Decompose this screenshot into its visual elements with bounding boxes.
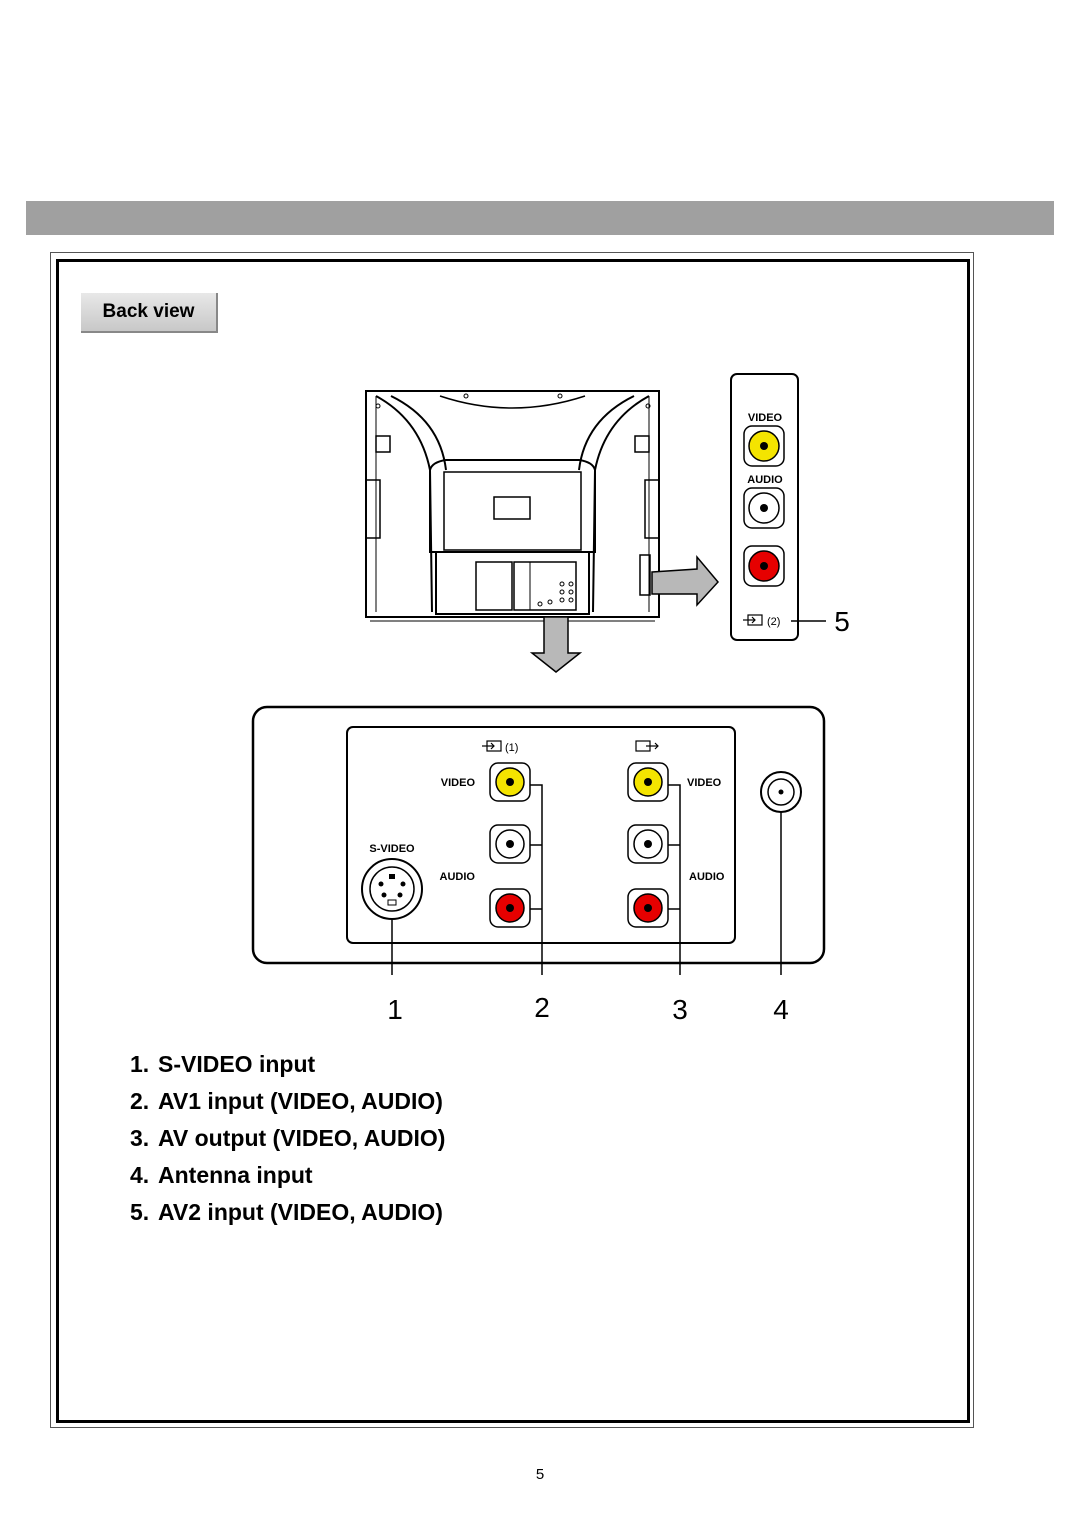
input-icon (482, 740, 502, 752)
arrow-down-icon (529, 616, 583, 673)
antenna-jack (760, 771, 802, 813)
callout-5: 5 (834, 606, 850, 637)
legend-item: 5. AV2 input (VIDEO, AUDIO) (130, 1194, 445, 1231)
av2-audio-left-jack (743, 487, 785, 529)
page-number: 5 (535, 1466, 545, 1483)
legend-item-number: 5. (130, 1199, 150, 1225)
legend-item-number: 2. (130, 1088, 150, 1114)
header-bar (26, 201, 1054, 235)
legend-item-text: AV2 input (VIDEO, AUDIO) (158, 1199, 443, 1225)
av1-video-label: VIDEO (441, 777, 476, 789)
av1-audio-label: AUDIO (440, 871, 476, 883)
callout-1: 1 (387, 994, 403, 1025)
legend-list: 1. S-VIDEO input 2. AV1 input (VIDEO, AUDI… (130, 1046, 445, 1231)
legend-item-text: Antenna input (158, 1162, 313, 1188)
av1-input-label: (1) (505, 742, 518, 754)
svideo-label: S-VIDEO (369, 843, 415, 855)
legend-item-number: 3. (130, 1125, 150, 1151)
av2-audio-label: AUDIO (747, 474, 783, 486)
output-icon (635, 740, 659, 752)
av1-audio-left-jack (489, 824, 531, 864)
av2-side-panel: VIDEO AUDIO (2) (730, 373, 826, 641)
av2-video-label: VIDEO (748, 412, 783, 424)
av2-audio-right-jack (743, 545, 785, 587)
legend-item: 4. Antenna input (130, 1157, 445, 1194)
callout-3: 3 (672, 994, 688, 1025)
avout-video-label: VIDEO (687, 777, 722, 789)
legend-item: 1. S-VIDEO input (130, 1046, 445, 1083)
arrow-right-icon (651, 554, 719, 607)
legend-item-number: 4. (130, 1162, 150, 1188)
avout-video-jack (627, 762, 669, 802)
back-view-tab: Back view (81, 293, 218, 333)
legend-item-text: S-VIDEO input (158, 1051, 316, 1077)
input-icon (743, 614, 763, 626)
av1-audio-right-jack (489, 888, 531, 928)
legend-item: 2. AV1 input (VIDEO, AUDIO) (130, 1083, 445, 1120)
legend-item: 3. AV output (VIDEO, AUDIO) (130, 1120, 445, 1157)
av2-video-jack (743, 425, 785, 467)
av1-video-jack (489, 762, 531, 802)
callout-2: 2 (534, 992, 550, 1023)
rear-terminal-panel: (1) VIDEO VIDEO S-VIDEO AUDIO AUDIO (251, 705, 826, 975)
avout-audio-label: AUDIO (689, 871, 725, 883)
legend-item-number: 1. (130, 1051, 150, 1077)
svideo-jack (361, 858, 423, 920)
tv-back-illustration (365, 390, 660, 622)
legend-item-text: AV output (VIDEO, AUDIO) (158, 1125, 446, 1151)
content-frame-outer (50, 252, 974, 1428)
avout-audio-right-jack (627, 888, 669, 928)
callout-4: 4 (773, 994, 789, 1025)
content-frame (56, 259, 970, 1423)
avout-audio-left-jack (627, 824, 669, 864)
av2-input-label: (2) (767, 616, 780, 628)
legend-item-text: AV1 input (VIDEO, AUDIO) (158, 1088, 443, 1114)
